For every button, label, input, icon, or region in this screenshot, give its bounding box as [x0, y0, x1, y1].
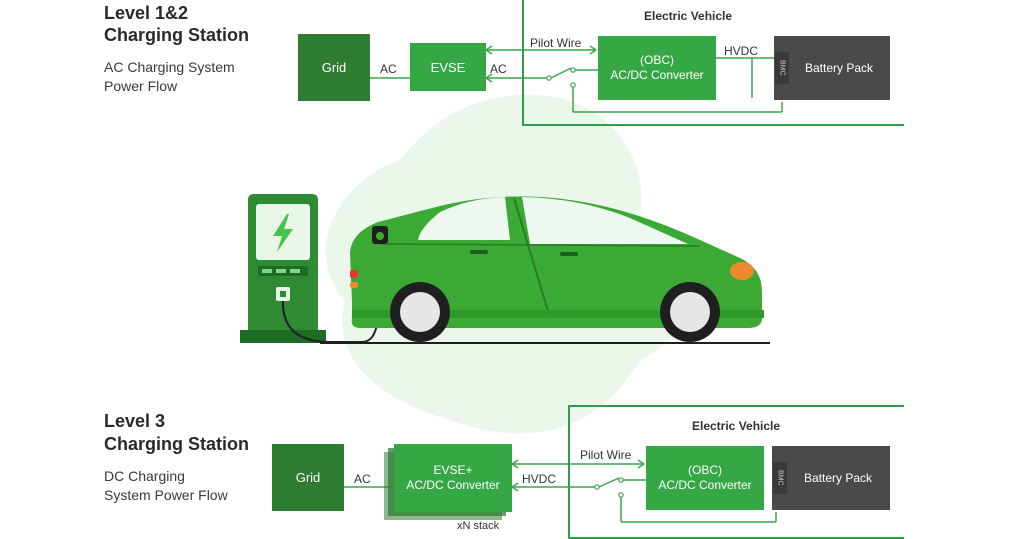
level12-hvdc-label: HVDC	[724, 44, 759, 58]
level3-obc-box: (OBC) AC/DC Converter	[646, 446, 764, 510]
level3-ac-label: AC	[354, 472, 371, 486]
electric-car	[320, 196, 770, 344]
level3-hvdc-label: HVDC	[522, 472, 557, 486]
level12-ev-frame	[522, 0, 904, 126]
level12-obc-line2: AC/DC Converter	[610, 68, 704, 82]
level12-bmc-label: BMC	[775, 52, 789, 84]
level3-title-line1: Level 3	[104, 411, 166, 431]
level12-battery-box: Battery Pack	[774, 36, 890, 100]
level12-battery-label: Battery Pack	[804, 60, 874, 75]
level3-obc-line1: (OBC)	[688, 463, 722, 477]
level12-subtitle-line2: Power Flow	[104, 78, 178, 94]
lightning-bolt-icon	[273, 214, 293, 252]
level3-title-line2: Charging Station	[104, 434, 249, 454]
level3-grid-box: Grid	[272, 444, 344, 511]
level3-obc-line2: AC/DC Converter	[658, 478, 752, 492]
level12-grid-box: Grid	[298, 34, 370, 101]
level3-ev-title: Electric Vehicle	[692, 419, 781, 433]
level12-obc-line1: (OBC)	[640, 53, 674, 67]
level3-evse-line1: EVSE+	[433, 463, 473, 477]
level3-subtitle-line1: DC Charging	[104, 468, 185, 484]
level3-battery-box: Battery Pack	[772, 446, 890, 510]
level3-evse-box: EVSE+ AC/DC Converter	[394, 444, 512, 512]
level12-obc-box: (OBC) AC/DC Converter	[598, 36, 716, 100]
level12-title-line1: Level 1&2	[104, 3, 189, 23]
level12-subtitle-line1: AC Charging System	[104, 59, 235, 75]
level3-bmc-label: BMC	[773, 462, 787, 494]
level12-evse-box: EVSE	[410, 43, 486, 91]
level12-ev-title: Electric Vehicle	[644, 9, 733, 23]
level12-pilot-wire-label: Pilot Wire	[530, 36, 582, 50]
level3-stack-label: xN stack	[457, 520, 500, 532]
level3-wires	[344, 459, 777, 523]
charging-station	[240, 194, 383, 343]
level12-ac-label-1: AC	[380, 62, 397, 76]
level12-wires	[370, 45, 783, 113]
level12-title-line2: Charging Station	[104, 25, 249, 45]
level12-ac-label-2: AC	[490, 62, 507, 76]
level3-evse-line2: AC/DC Converter	[406, 478, 500, 492]
level3-pilot-wire-label: Pilot Wire	[580, 448, 632, 462]
level3-subtitle-line2: System Power Flow	[104, 487, 228, 503]
level3-battery-label: Battery Pack	[803, 470, 873, 485]
